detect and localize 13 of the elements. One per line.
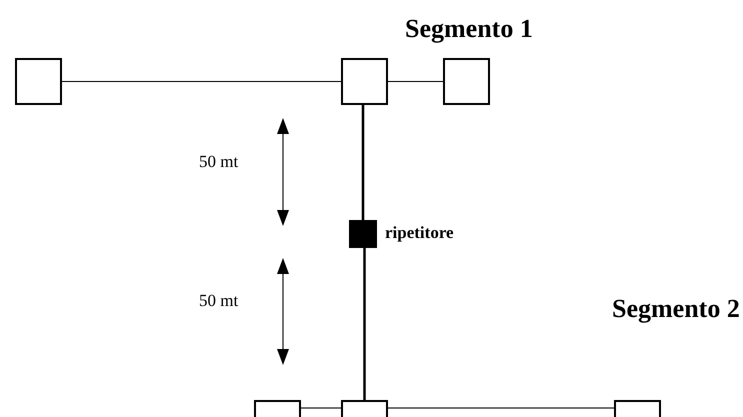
connector-line: [362, 105, 364, 220]
node-caption: ripetitore: [385, 223, 454, 243]
segment-title: Segmento 1: [405, 14, 533, 44]
repeater-box: [349, 220, 377, 248]
connector-line: [62, 81, 342, 82]
segment-title: Segmento 2: [612, 294, 740, 324]
device-box: [15, 58, 62, 105]
device-box: [443, 58, 490, 105]
connector-line: [388, 81, 444, 82]
connector-line: [363, 248, 366, 400]
dimension-label: 50 mt: [199, 291, 238, 311]
dimension-label: 50 mt: [199, 152, 238, 172]
device-box: [341, 58, 388, 105]
